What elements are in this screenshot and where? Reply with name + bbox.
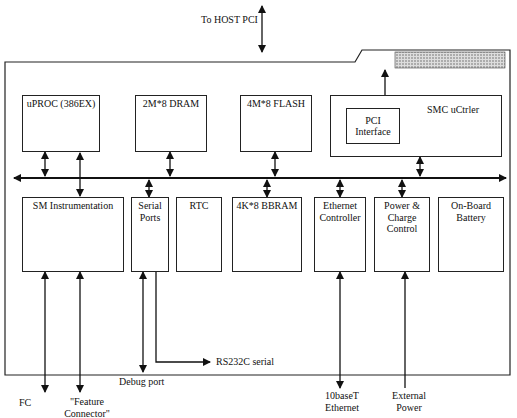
signal-label: RS232C serial (215, 356, 275, 368)
component-box: On-Board Battery (438, 197, 504, 272)
component-name: Serial Ports (132, 198, 168, 225)
signal-label: External Power (384, 390, 434, 413)
component-box: SM Instrumentation (22, 197, 124, 272)
wires (14, 6, 506, 392)
component-name: SM Instrumentation (30, 198, 116, 214)
component-box: RTC (176, 197, 222, 272)
signal-label: 10baseT Ethernet (316, 390, 368, 413)
component-box: Serial Ports (131, 197, 169, 272)
component-name: uPROC (386EX) (24, 96, 99, 112)
signal-label: "Feature Connector" (52, 396, 122, 418)
component-name: PCI Interface (347, 113, 399, 140)
component-name: 4M*8 FLASH (244, 96, 308, 112)
component-box: 4M*8 FLASH (240, 95, 312, 152)
component-name: RTC (187, 198, 212, 214)
signal-label: FC (18, 397, 32, 409)
bus-connector (79, 153, 80, 196)
component-name: 2M*8 DRAM (140, 96, 202, 112)
component-box: PCI Interface (346, 108, 400, 144)
signal-label: To HOST PCI (200, 14, 259, 26)
component-name: SMC uCtrler (405, 102, 501, 118)
component-name: Ethernet Controller (315, 198, 365, 225)
pci-edge-connector (395, 52, 505, 68)
component-box: SMC uCtrlerPCI Interface (330, 95, 502, 157)
component-box: 2M*8 DRAM (135, 95, 207, 152)
component-name: 4K*8 BBRAM (234, 198, 301, 214)
component-name: Power & Charge Control (375, 198, 429, 237)
component-box: Ethernet Controller (314, 197, 366, 272)
signal-label: Debug port (118, 376, 165, 388)
component-box: uPROC (386EX) (22, 95, 100, 152)
component-name: On-Board Battery (439, 198, 503, 225)
component-box: Power & Charge Control (374, 197, 430, 272)
component-box: 4K*8 BBRAM (232, 197, 302, 272)
board-outline (5, 50, 510, 375)
